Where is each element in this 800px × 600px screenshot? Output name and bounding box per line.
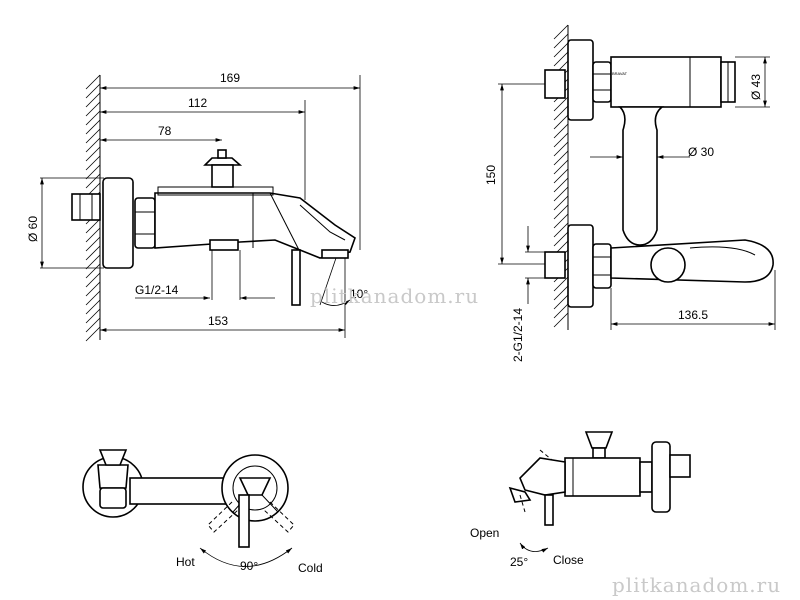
dim-112-label: 112	[188, 96, 207, 110]
dim-150-label: 150	[484, 165, 498, 185]
end-view: Open 25° Close	[470, 431, 691, 569]
angle-25-label: 25°	[510, 555, 528, 569]
thread-label-side: 2-G1/2-14	[511, 308, 525, 362]
hot-label: Hot	[176, 555, 195, 569]
top-view: Hot 90° Cold	[82, 449, 323, 575]
dim-d43-label: Ø 43	[749, 74, 763, 100]
end-lever	[544, 494, 554, 526]
dim-d30-label: Ø 30	[688, 145, 714, 159]
diverter-knob	[203, 149, 243, 188]
upper-body	[610, 56, 722, 108]
dim-153-label: 153	[208, 314, 228, 328]
cold-label: Cold	[298, 561, 323, 575]
wall-flange	[102, 177, 134, 269]
end-body	[564, 457, 641, 497]
watermark-center: plitkanadom.ru	[310, 284, 479, 308]
diverter-lever	[291, 249, 301, 306]
angle-10-label: 10°	[350, 287, 368, 301]
hex-nut	[134, 197, 156, 249]
front-view: 169 112 78 Ø 60 G1/2-14 153 10°	[26, 71, 368, 342]
mixer-lever	[610, 239, 774, 283]
close-label: Close	[553, 553, 584, 567]
lower-flange	[567, 224, 594, 308]
lever-pivot	[650, 247, 686, 283]
upper-inlet-nut	[544, 69, 566, 99]
dim-78-label: 78	[158, 124, 172, 138]
thread-label-front: G1/2-14	[135, 283, 179, 297]
upper-flange	[567, 39, 594, 121]
end-spout	[519, 457, 566, 496]
dim-169-label: 169	[220, 71, 240, 85]
lever-hot-position	[207, 501, 239, 533]
brand-text: BRAVAT	[612, 71, 628, 76]
side-view: BRAVAT Ø 43 150 Ø 30 2-G1/2-14	[484, 24, 776, 362]
open-label: Open	[470, 526, 499, 540]
vertical-column	[618, 106, 665, 246]
top-lever	[238, 494, 250, 548]
dim-d60-label: Ø 60	[26, 216, 40, 242]
mixer-body	[154, 192, 356, 259]
end-knob	[584, 431, 614, 449]
dim-136-5-label: 136.5	[678, 308, 708, 322]
lower-inlet-nut	[544, 251, 566, 279]
lever-cold-position	[263, 501, 295, 533]
watermark-corner: plitkanadom.ru	[612, 573, 781, 597]
angle-90-label: 90°	[240, 559, 258, 573]
wall-inlet-nut	[71, 193, 101, 221]
